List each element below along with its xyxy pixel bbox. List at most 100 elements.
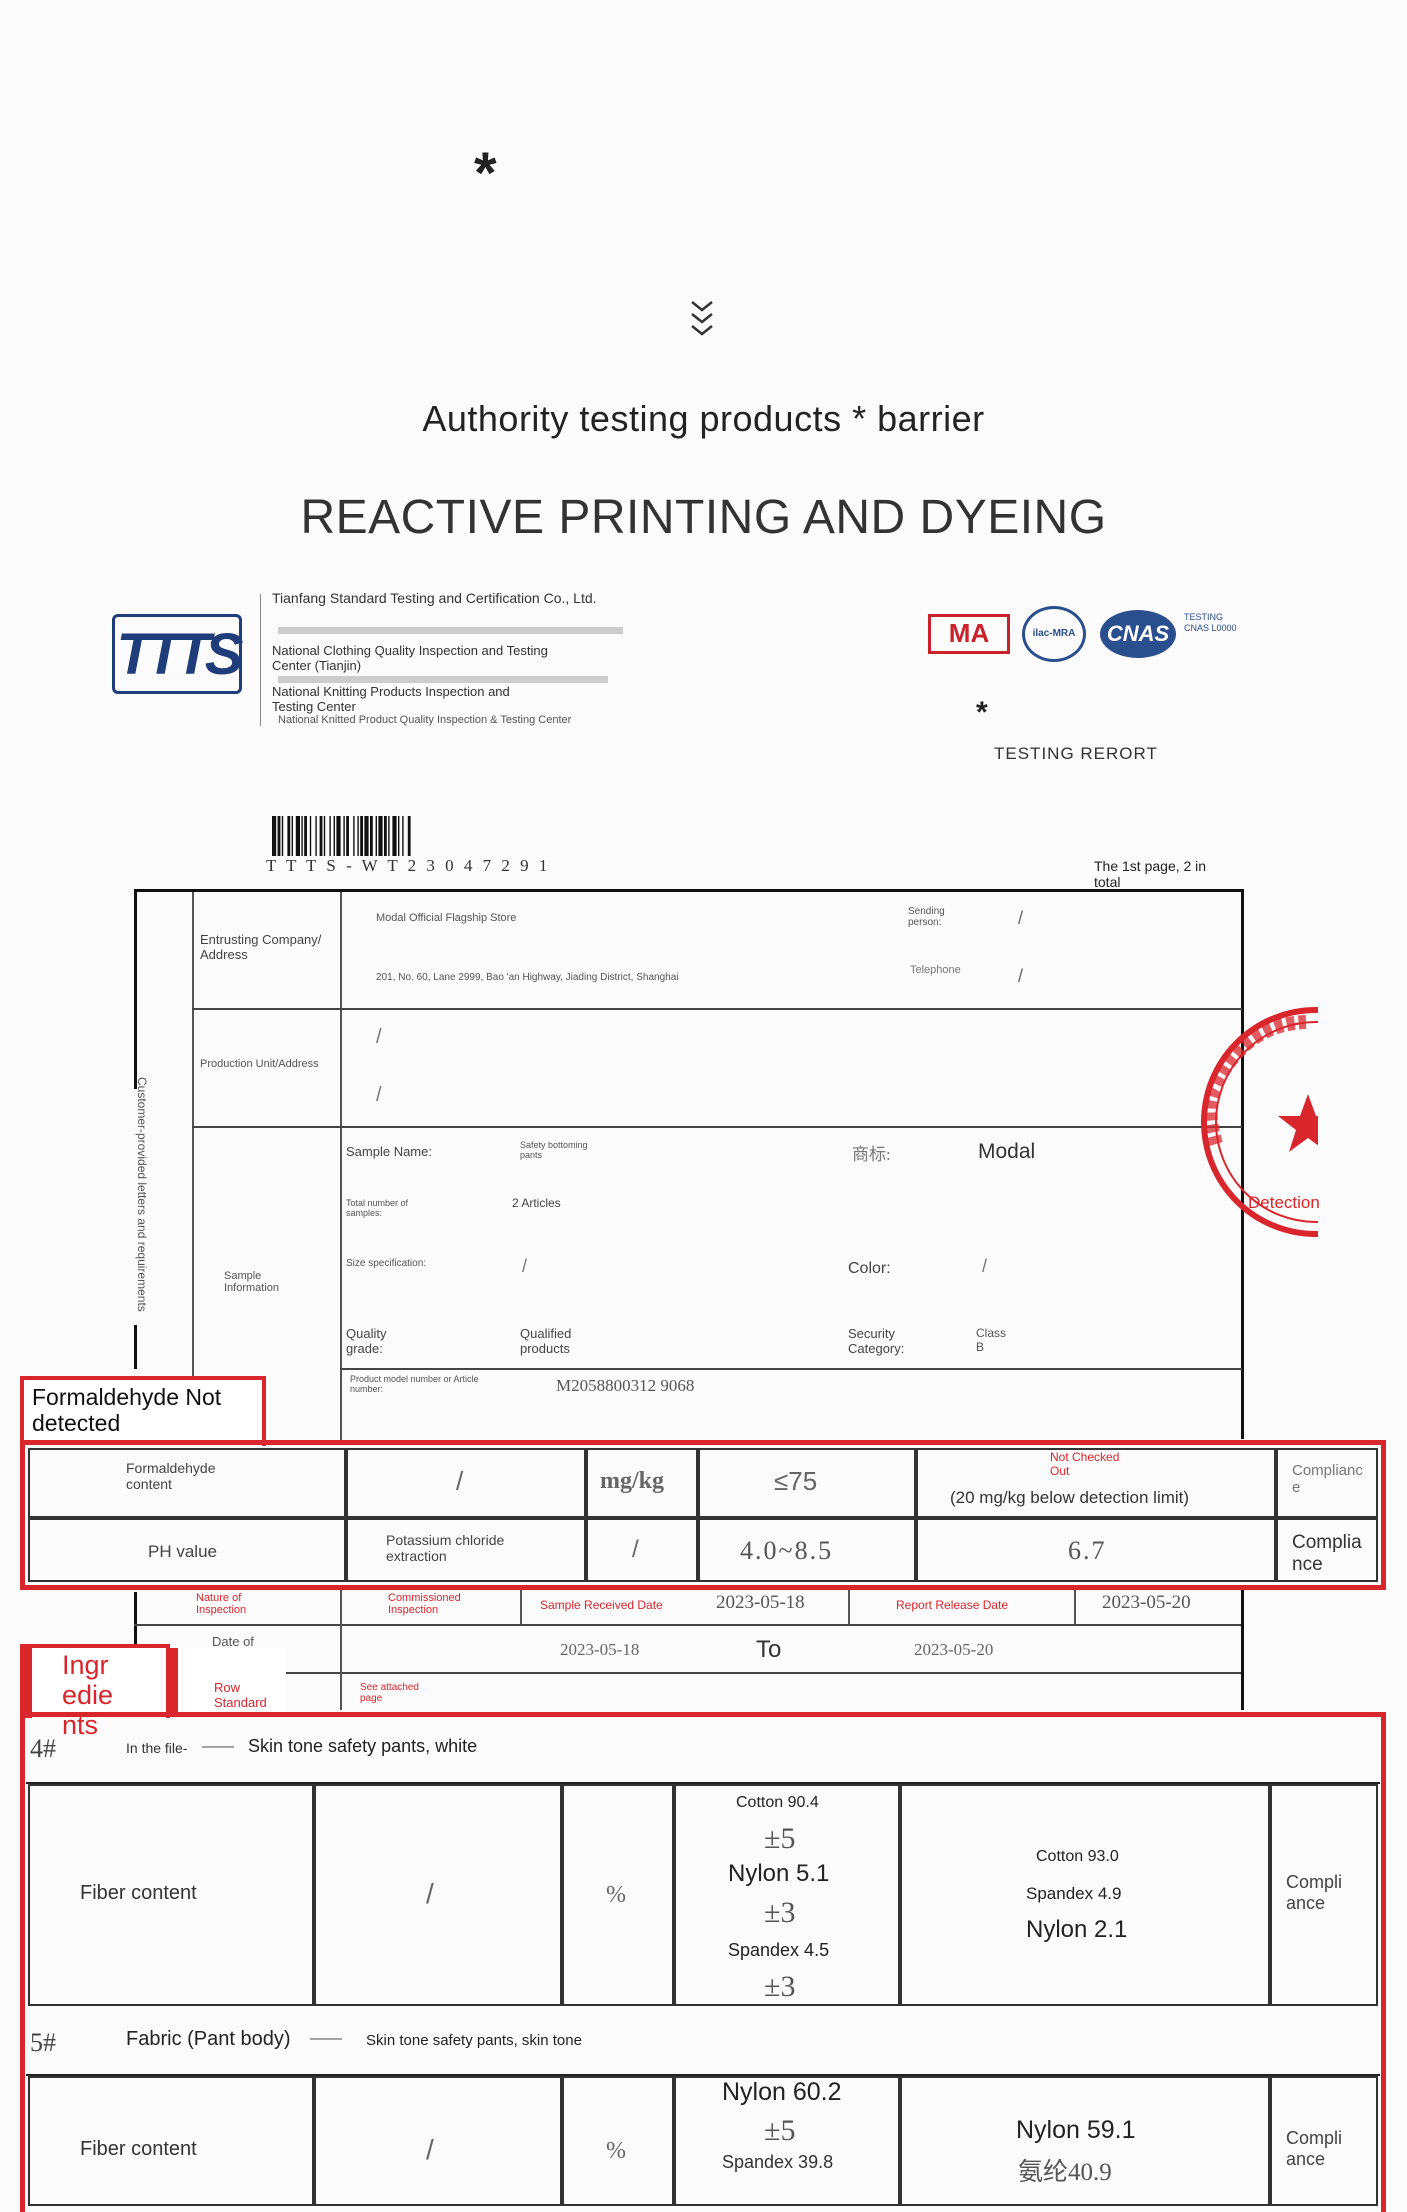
fd-row2-result: 6.7 <box>1068 1536 1107 1565</box>
date-to-word: To <box>756 1636 782 1663</box>
security-value: Class B <box>976 1326 1007 1354</box>
ing5-number: 5# <box>30 2028 56 2057</box>
entrusting-name: Modal Official Flagship Store <box>376 912 517 924</box>
insp-col-4 <box>1074 1590 1076 1624</box>
ing5-method-cell <box>314 2076 562 2206</box>
ilac-logo: ilac-MRA <box>1022 606 1086 662</box>
row-standard-value: See attached page <box>360 1682 419 1704</box>
ing4-standard-cell <box>674 1784 900 2006</box>
ing4-verdict: Compliance <box>1286 1872 1343 1913</box>
production-value-2: / <box>376 1084 382 1106</box>
report-asterisk: * <box>976 696 988 729</box>
fd-row1-unit-cell <box>586 1448 698 1518</box>
fd-row1-result-note: Not Checked Out <box>1050 1450 1120 1478</box>
chevron-down-icon <box>691 301 713 336</box>
ing5-item: Fiber content <box>80 2138 197 2160</box>
ma-logo: MA <box>928 614 1010 654</box>
model-label: Product model number or Article number: <box>350 1374 479 1394</box>
ing4-unit: % <box>606 1882 626 1908</box>
ing4-method: / <box>426 1878 434 1909</box>
report-label: TESTING RERORT <box>994 744 1158 763</box>
report-release-label: Report Release Date <box>896 1598 1009 1612</box>
row-standard-label: Row Standard <box>214 1680 267 1710</box>
fd-row1-item-cell <box>28 1448 346 1518</box>
ingredients-box <box>20 1712 1386 2212</box>
ing4-prefix: In the file- <box>126 1740 188 1756</box>
fd-row1-item: Formaldehyde content <box>126 1460 216 1492</box>
sending-person-value: / <box>1018 908 1024 928</box>
ing5-verdict: Compliance <box>1286 2128 1343 2169</box>
ing5-description: Skin tone safety pants, skin tone <box>366 2032 582 2049</box>
form-left-border-3 <box>134 1592 137 1652</box>
ing4-method-cell <box>314 1784 562 2006</box>
testing-logo: TESTING CNAS L0000 <box>1184 612 1237 633</box>
fd-row1-method-cell <box>346 1448 586 1518</box>
ing5-dash: —— <box>310 2030 342 2047</box>
form-top-line <box>134 889 1244 892</box>
page-title: REACTIVE PRINTING AND DYEING <box>300 491 1107 544</box>
ing5-standard-1: ±5 <box>764 2114 796 2147</box>
org-faded-1 <box>278 627 623 634</box>
page-subtitle: Authority testing products * barrier <box>422 398 985 439</box>
ing4-standard-0: Cotton 90.4 <box>736 1794 819 1811</box>
fd-row1-verdict-cell <box>1276 1448 1378 1518</box>
formaldehyde-box <box>20 1440 1386 1590</box>
fd-row2-unit: / <box>632 1536 639 1563</box>
fd-row2-method: Potassium chloride extraction <box>386 1532 505 1564</box>
total-samples-label: Total number of samples: <box>346 1198 409 1218</box>
form-left-border-2 <box>134 1325 137 1369</box>
ing4-verdict-cell <box>1270 1784 1378 2006</box>
date-from: 2023-05-18 <box>560 1640 640 1659</box>
model-value: M2058800312 9068 <box>556 1376 695 1395</box>
ing5-standard-0: Nylon 60.2 <box>722 2078 842 2106</box>
ing4-result-1: Spandex 4.9 <box>1026 1884 1122 1903</box>
insp-right <box>1241 1590 1244 1710</box>
fd-row2-verdict: Compliance <box>1292 1532 1362 1575</box>
org-line-2: National Clothing Quality Inspection and… <box>272 643 548 673</box>
fd-row1-unit: mg/kg <box>600 1468 665 1494</box>
ing4-unit-cell <box>562 1784 674 2006</box>
fd-row1-result: (20 mg/kg below detection limit) <box>950 1488 1190 1507</box>
ingredients-tab-label: Ingredients <box>62 1650 114 1740</box>
header-asterisk: * <box>474 141 497 206</box>
ing4-standard-3: ±3 <box>764 1896 796 1929</box>
color-label: Color: <box>848 1260 891 1277</box>
fd-row2-standard-cell <box>698 1518 916 1582</box>
barcode <box>272 816 411 856</box>
fd-row2-standard: 4.0~8.5 <box>740 1536 834 1565</box>
cert-logos: MA ilac-MRA CNAS TESTING CNAS L0000 <box>928 606 1248 666</box>
row-line-3 <box>340 1368 1242 1370</box>
fd-row1-method: / <box>456 1466 464 1496</box>
ing5-method: / <box>426 2134 434 2165</box>
inspection-stamp <box>1201 1007 1318 1237</box>
brand-label: 商标: <box>852 1145 891 1164</box>
color-value: / <box>982 1256 988 1276</box>
ing4-item: Fiber content <box>80 1882 197 1904</box>
ing4-standard-2: Nylon 5.1 <box>728 1860 830 1887</box>
fd-row1-result-cell <box>916 1448 1276 1518</box>
size-label: Size specification: <box>346 1258 427 1269</box>
ing4-number: 4# <box>30 1734 56 1763</box>
ing4-result-cell <box>900 1784 1270 2006</box>
ing5-result-0: Nylon 59.1 <box>1016 2116 1136 2144</box>
insp-col-1 <box>340 1590 342 1710</box>
size-value: / <box>522 1256 528 1276</box>
sample-received-value: 2023-05-18 <box>716 1592 805 1613</box>
cnas-logo-text: CNAS <box>1106 621 1170 646</box>
ing4-result-2: Nylon 2.1 <box>1026 1916 1128 1943</box>
ing4-item-cell <box>28 1784 314 2006</box>
report-release-value: 2023-05-20 <box>1102 1592 1191 1613</box>
org-line-4: National Knitted Product Quality Inspect… <box>278 714 572 726</box>
form-right-border <box>1241 889 1244 1439</box>
entrusting-address: 201, No. 60, Lane 2999, Bao 'an Highway,… <box>376 972 679 983</box>
ing4-standard-5: ±3 <box>764 1970 796 2003</box>
side-label: Customer-provided letters and requiremen… <box>135 1077 149 1312</box>
sending-person-label: Sending person: <box>908 906 945 928</box>
quality-grade-label: Quality grade: <box>346 1326 387 1356</box>
ing5-standard-2: Spandex 39.8 <box>722 2152 834 2172</box>
brand-value: Modal <box>978 1140 1036 1163</box>
telephone-value: / <box>1018 966 1024 986</box>
ilac-logo-text: ilac-MRA <box>1032 628 1076 639</box>
fd-row2-result-cell <box>916 1518 1276 1582</box>
sample-name-label: Sample Name: <box>346 1144 432 1159</box>
